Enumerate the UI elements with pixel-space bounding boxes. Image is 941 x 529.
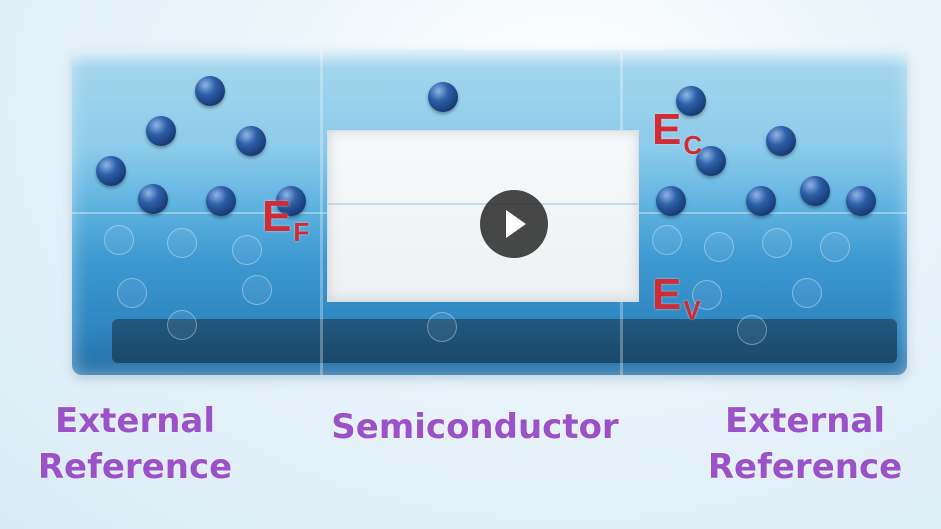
electron xyxy=(96,156,126,186)
play-button[interactable] xyxy=(480,190,548,258)
conduction-band-symbol: E xyxy=(652,105,682,154)
left-caption-line1: External xyxy=(54,401,216,441)
bubble xyxy=(167,310,197,340)
center-caption-line1: Semiconductor xyxy=(331,407,619,447)
tank-rim xyxy=(72,50,907,68)
right-caption: External Reference xyxy=(690,398,920,490)
bubble xyxy=(167,228,197,258)
bubble xyxy=(117,278,147,308)
fermi-level-symbol: E xyxy=(262,192,292,241)
bubble xyxy=(820,232,850,262)
bubble xyxy=(792,278,822,308)
play-icon xyxy=(506,210,526,238)
tank-floor xyxy=(112,319,897,363)
electron xyxy=(746,186,776,216)
bubble xyxy=(762,228,792,258)
electron xyxy=(800,176,830,206)
fermi-level-label: EF xyxy=(262,192,309,247)
electron xyxy=(656,186,686,216)
right-caption-line2: Reference xyxy=(707,447,903,487)
valence-band-symbol: E xyxy=(652,270,682,319)
valence-band-subscript: V xyxy=(683,295,701,325)
right-caption-line1: External xyxy=(724,401,886,441)
electron xyxy=(206,186,236,216)
bubble xyxy=(104,225,134,255)
bubble xyxy=(737,315,767,345)
semiconductor-surface-line xyxy=(328,203,638,205)
electron xyxy=(676,86,706,116)
left-caption: External Reference xyxy=(20,398,250,490)
conduction-band-label: EC xyxy=(652,105,702,160)
electron xyxy=(195,76,225,106)
electron xyxy=(428,82,458,112)
bubble xyxy=(232,235,262,265)
bubble xyxy=(427,312,457,342)
conduction-band-subscript: C xyxy=(683,130,703,160)
left-caption-line2: Reference xyxy=(37,447,233,487)
valence-band-label: EV xyxy=(652,270,701,325)
electron xyxy=(138,184,168,214)
bubble xyxy=(652,225,682,255)
electron xyxy=(236,126,266,156)
bubble xyxy=(242,275,272,305)
electron xyxy=(276,186,306,216)
fermi-level-subscript: F xyxy=(293,217,310,247)
electron xyxy=(696,146,726,176)
left-divider xyxy=(320,50,323,375)
electron xyxy=(766,126,796,156)
electron xyxy=(846,186,876,216)
bubble xyxy=(692,280,722,310)
electron xyxy=(146,116,176,146)
bubble xyxy=(704,232,734,262)
center-caption: Semiconductor xyxy=(300,404,650,450)
